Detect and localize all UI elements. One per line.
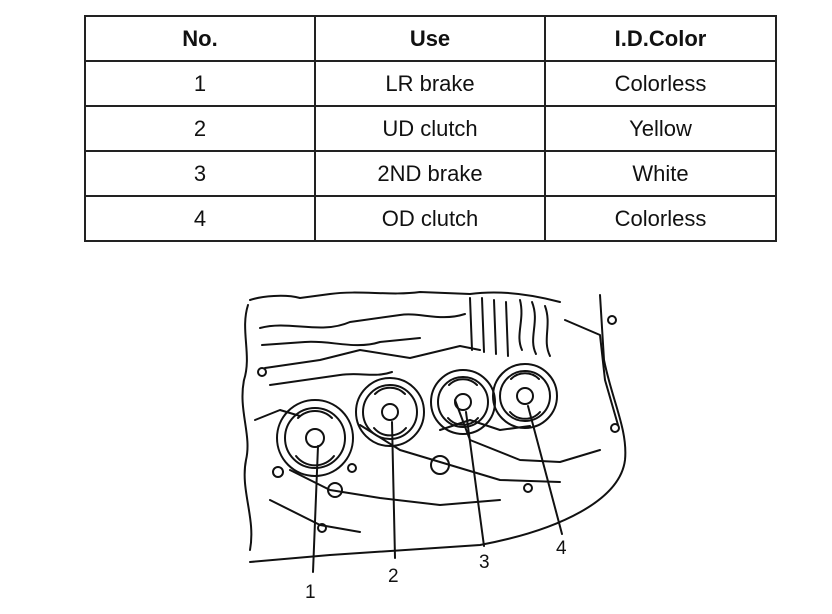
bolt-hole bbox=[607, 315, 617, 325]
cell-no: 2 bbox=[84, 105, 316, 152]
bolt-hole bbox=[610, 423, 620, 433]
table-row: 4 OD clutch Colorless bbox=[84, 195, 777, 242]
callout-4: 4 bbox=[556, 538, 567, 559]
cell-color: Colorless bbox=[544, 60, 777, 107]
leader-line-3 bbox=[465, 411, 485, 547]
cell-use: LR brake bbox=[314, 60, 546, 107]
housing-outline bbox=[249, 291, 561, 303]
channel bbox=[261, 337, 421, 347]
bolt-hole bbox=[257, 367, 267, 377]
header-no: No. bbox=[84, 15, 316, 62]
accumulator-2 bbox=[355, 377, 425, 447]
channel bbox=[518, 299, 551, 357]
bolt-hole bbox=[272, 466, 284, 478]
housing-outline bbox=[241, 304, 253, 551]
housing-outline bbox=[329, 294, 627, 556]
leader-line-1 bbox=[312, 445, 319, 573]
cell-color: Yellow bbox=[544, 105, 777, 152]
table-row: 1 LR brake Colorless bbox=[84, 60, 777, 107]
header-use: Use bbox=[314, 15, 546, 62]
leader-line-4 bbox=[527, 405, 563, 535]
table-row: 2 UD clutch Yellow bbox=[84, 105, 777, 152]
table-header-row: No. Use I.D.Color bbox=[84, 15, 777, 62]
bolt-hole bbox=[523, 483, 533, 493]
channel bbox=[269, 371, 393, 386]
channel bbox=[469, 297, 509, 357]
accumulator-spec-table: No. Use I.D.Color 1 LR brake Colorless 2… bbox=[84, 15, 777, 242]
accumulator-3 bbox=[430, 369, 496, 435]
cell-use: UD clutch bbox=[314, 105, 546, 152]
accumulator-1 bbox=[276, 399, 354, 477]
channel bbox=[264, 345, 481, 369]
cell-use: 2ND brake bbox=[314, 150, 546, 197]
cell-color: Colorless bbox=[544, 195, 777, 242]
header-id-color: I.D.Color bbox=[544, 15, 777, 62]
bolt-hole bbox=[347, 463, 357, 473]
housing-outline bbox=[564, 319, 619, 426]
callout-3: 3 bbox=[479, 552, 490, 573]
leader-line-2 bbox=[391, 421, 396, 559]
cell-use: OD clutch bbox=[314, 195, 546, 242]
callout-1: 1 bbox=[305, 582, 316, 603]
cell-no: 3 bbox=[84, 150, 316, 197]
housing-outline bbox=[249, 554, 331, 563]
cell-color: White bbox=[544, 150, 777, 197]
table-row: 3 2ND brake White bbox=[84, 150, 777, 197]
accumulator-4 bbox=[492, 363, 558, 429]
callout-2: 2 bbox=[388, 566, 399, 587]
bolt-hole bbox=[327, 482, 343, 498]
cell-no: 4 bbox=[84, 195, 316, 242]
valve-body-diagram: 1 2 3 4 bbox=[241, 291, 627, 603]
channel bbox=[254, 409, 301, 421]
bolt-hole bbox=[317, 523, 327, 533]
channel bbox=[259, 313, 466, 329]
cell-no: 1 bbox=[84, 60, 316, 107]
bolt-hole bbox=[430, 455, 450, 475]
